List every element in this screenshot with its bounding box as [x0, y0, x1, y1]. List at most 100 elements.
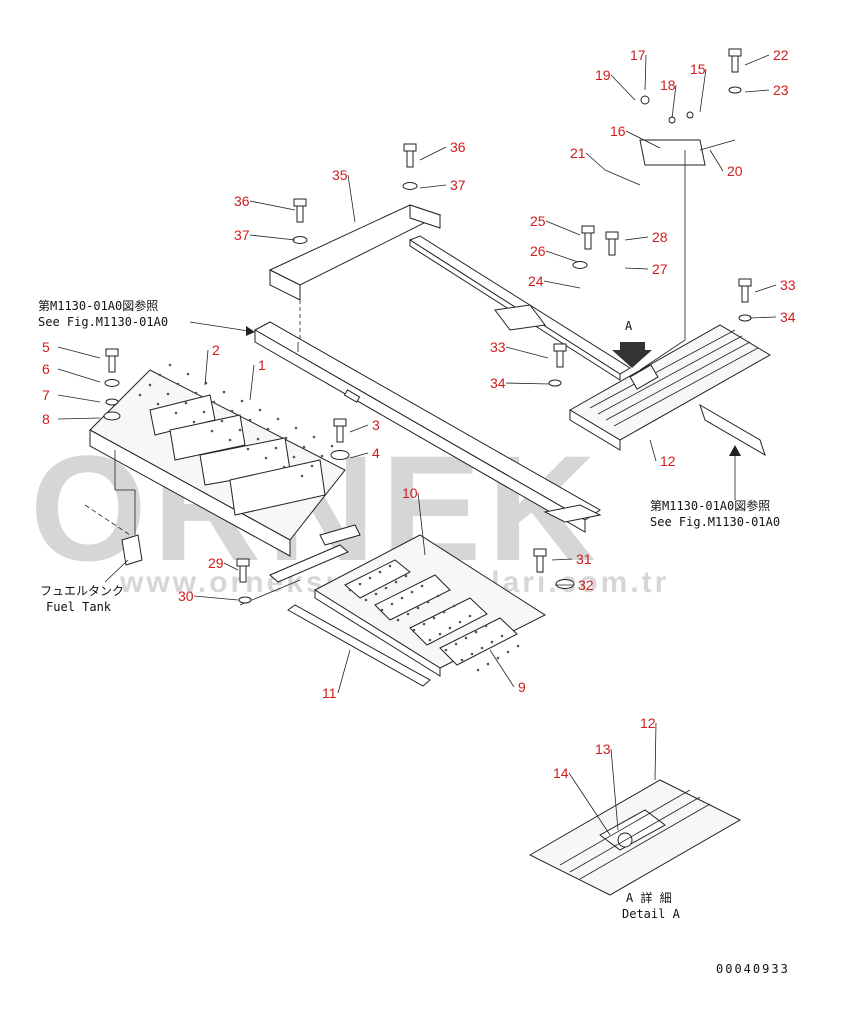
callout-leader — [754, 284, 777, 293]
bolt[interactable] — [605, 231, 619, 256]
perforation-hole — [138, 393, 142, 397]
perforation-hole — [438, 632, 442, 636]
perforation-hole — [484, 624, 488, 628]
part-2-left-deck-plate[interactable] — [89, 363, 346, 557]
perforation-hole — [396, 618, 400, 622]
fuel-tank-label: フュエルタンク Fuel Tank — [40, 559, 129, 614]
reference-top-left-jp: 第M1130-01A0図参照 — [38, 298, 158, 313]
bolt[interactable] — [333, 418, 347, 443]
perforation-hole — [394, 580, 398, 584]
callout-c16: 16 — [610, 123, 626, 139]
small-brackets[interactable] — [239, 524, 361, 606]
perforation-hole — [220, 419, 224, 423]
callout-leader — [543, 280, 581, 289]
bolt[interactable] — [105, 348, 119, 373]
perforation-hole — [276, 417, 280, 421]
perforation-hole — [464, 636, 468, 640]
callout-c12b: 12 — [640, 715, 656, 731]
callout-c10: 10 — [402, 485, 418, 501]
fuel-tank-bracket[interactable] — [84, 450, 143, 566]
bolt[interactable] — [533, 548, 547, 573]
callout-leader — [545, 220, 581, 236]
perforation-hole — [246, 447, 250, 451]
callout-c31: 31 — [576, 551, 592, 567]
perforation-hole — [156, 402, 160, 406]
perforation-hole — [474, 630, 478, 634]
perforation-hole — [416, 606, 420, 610]
bolt[interactable] — [553, 343, 567, 368]
washer[interactable] — [238, 596, 252, 604]
callout-c34b: 34 — [490, 375, 506, 391]
perforation-hole — [404, 574, 408, 578]
callout-c6: 6 — [42, 361, 50, 377]
callout-c36b: 36 — [234, 193, 250, 209]
reference-right: 第M1130-01A0図参照 See Fig.M1130-01A0 — [650, 445, 780, 529]
perforation-hole — [192, 420, 196, 424]
perforation-hole — [310, 464, 314, 468]
part-1-cross-beam[interactable] — [253, 321, 602, 533]
detail-a-view[interactable] — [528, 779, 742, 896]
callout-c28: 28 — [652, 229, 668, 245]
callout-leader — [505, 346, 549, 359]
perforation-hole — [486, 662, 490, 666]
perforation-hole — [312, 435, 316, 439]
callout-leader — [249, 364, 255, 401]
bolt[interactable] — [236, 558, 250, 583]
detail-a-label: A 詳 細 Detail A — [622, 890, 681, 921]
callout-c29: 29 — [208, 555, 224, 571]
washer[interactable] — [572, 261, 588, 269]
perforation-hole — [202, 410, 206, 414]
perforation-hole — [444, 648, 448, 652]
washer[interactable] — [548, 379, 562, 387]
callout-leader — [57, 394, 101, 403]
callout-leader — [744, 89, 770, 93]
fasteners[interactable] — [103, 48, 752, 604]
part-9-bottom-plate[interactable] — [313, 534, 547, 677]
perforation-hole — [426, 600, 430, 604]
washer[interactable] — [555, 579, 575, 589]
perforation-hole — [384, 586, 388, 590]
callout-c5: 5 — [42, 339, 50, 355]
perforation-hole — [422, 622, 426, 626]
washer[interactable] — [104, 379, 120, 387]
perforation-hole — [292, 455, 296, 459]
part-35-upper-bracket[interactable] — [268, 204, 442, 340]
callout-leader — [610, 748, 619, 831]
perforation-hole — [468, 614, 472, 618]
washer[interactable] — [402, 182, 418, 190]
perforation-hole — [282, 465, 286, 469]
bolt[interactable] — [403, 143, 417, 168]
perforation-hole — [212, 400, 216, 404]
rear-rail[interactable] — [408, 235, 631, 381]
bolt[interactable] — [728, 48, 742, 73]
callout-leader — [624, 236, 649, 241]
perforation-hole — [184, 401, 188, 405]
washer[interactable] — [728, 86, 742, 94]
bolt[interactable] — [738, 278, 752, 303]
bolt[interactable] — [293, 198, 307, 223]
callout-leader — [654, 722, 657, 781]
callout-leader — [625, 130, 661, 149]
callout-c9: 9 — [518, 679, 526, 695]
bolt[interactable] — [581, 225, 595, 250]
callout-c27: 27 — [652, 261, 668, 277]
washer[interactable] — [738, 314, 752, 322]
callout-c7: 7 — [42, 387, 50, 403]
callout-leader — [223, 562, 239, 571]
callout-c33: 33 — [780, 277, 796, 293]
washer[interactable] — [103, 411, 121, 421]
part-12-right-step[interactable] — [569, 324, 771, 457]
perforation-hole — [410, 590, 414, 594]
washer[interactable] — [105, 398, 119, 406]
perforation-hole — [168, 363, 172, 367]
callout-c13: 13 — [595, 741, 611, 757]
callout-c21: 21 — [570, 145, 586, 161]
perforation-hole — [460, 658, 464, 662]
washer[interactable] — [292, 236, 308, 244]
perforation-hole — [258, 408, 262, 412]
perforation-hole — [432, 616, 436, 620]
washer[interactable] — [330, 450, 350, 460]
perforation-hole — [476, 668, 480, 672]
part-11-trim-strip[interactable] — [287, 604, 431, 687]
callout-c2: 2 — [212, 342, 220, 358]
